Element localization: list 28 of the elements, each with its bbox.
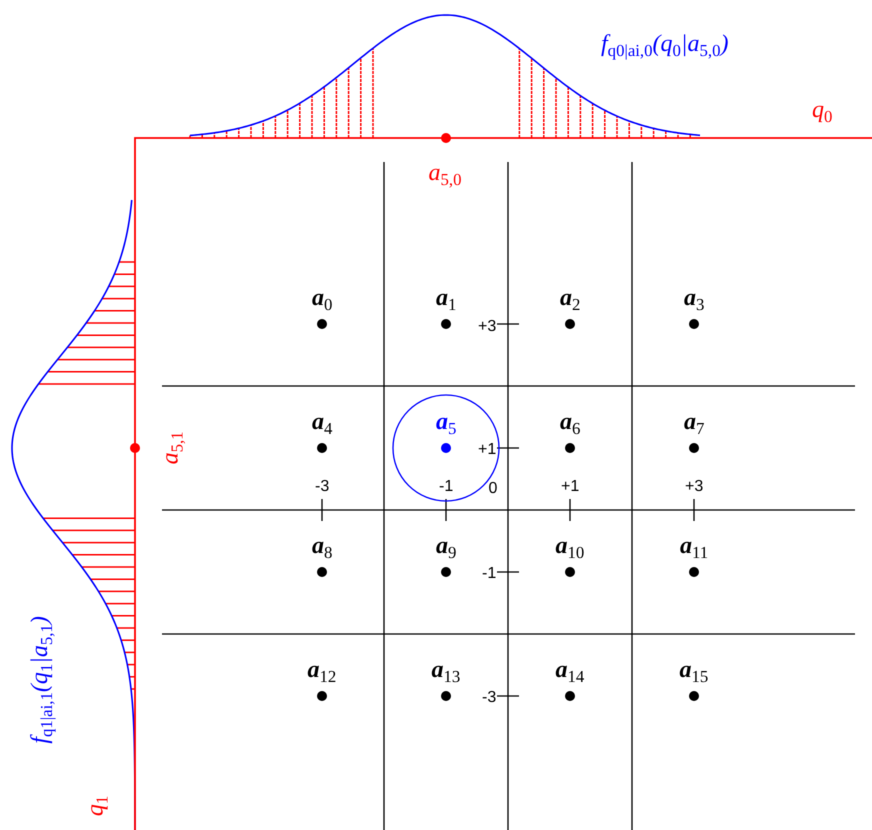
point-label: a$_{5}$ [436, 410, 456, 438]
point-label: a$_{0}$ [312, 286, 332, 314]
point-label: a$_{8}$ [312, 534, 332, 562]
axis-label: q$_{0}$ [812, 98, 832, 126]
point-label: a$_{12}$ [308, 658, 336, 686]
tick-label: +1 [478, 442, 496, 458]
point-label: a$_{7}$ [684, 410, 704, 438]
point-label: a$_{3}$ [684, 286, 704, 314]
point-label: a$_{2}$ [560, 286, 580, 314]
point-label: a$_{5,0}$ [428, 161, 462, 189]
point-label: a$_{1}$ [436, 286, 456, 314]
tick-label: -3 [315, 479, 330, 495]
tick-label: -3 [482, 690, 496, 706]
point-label: a$_{13}$ [432, 658, 460, 686]
point-label: a$_{11}$ [680, 534, 708, 562]
tick-label: -1 [482, 566, 496, 582]
tick-label: +3 [478, 319, 496, 335]
point-label: a$_{6}$ [560, 410, 580, 438]
point-label: a$_{14}$ [556, 658, 584, 686]
point-label: a$_{10}$ [556, 534, 584, 562]
density-label: f$_{q0|ai,0}$(q$_{0}$|a$_{5,0}$) [601, 32, 728, 60]
tick-label: 0 [488, 481, 498, 497]
point-label: a$_{4}$ [312, 410, 332, 438]
point-label: a$_{15}$ [680, 658, 708, 686]
tick-label: -1 [439, 479, 454, 495]
tick-label: +3 [685, 479, 704, 495]
point-label: a$_{9}$ [436, 534, 456, 562]
tick-label: +1 [561, 479, 580, 495]
